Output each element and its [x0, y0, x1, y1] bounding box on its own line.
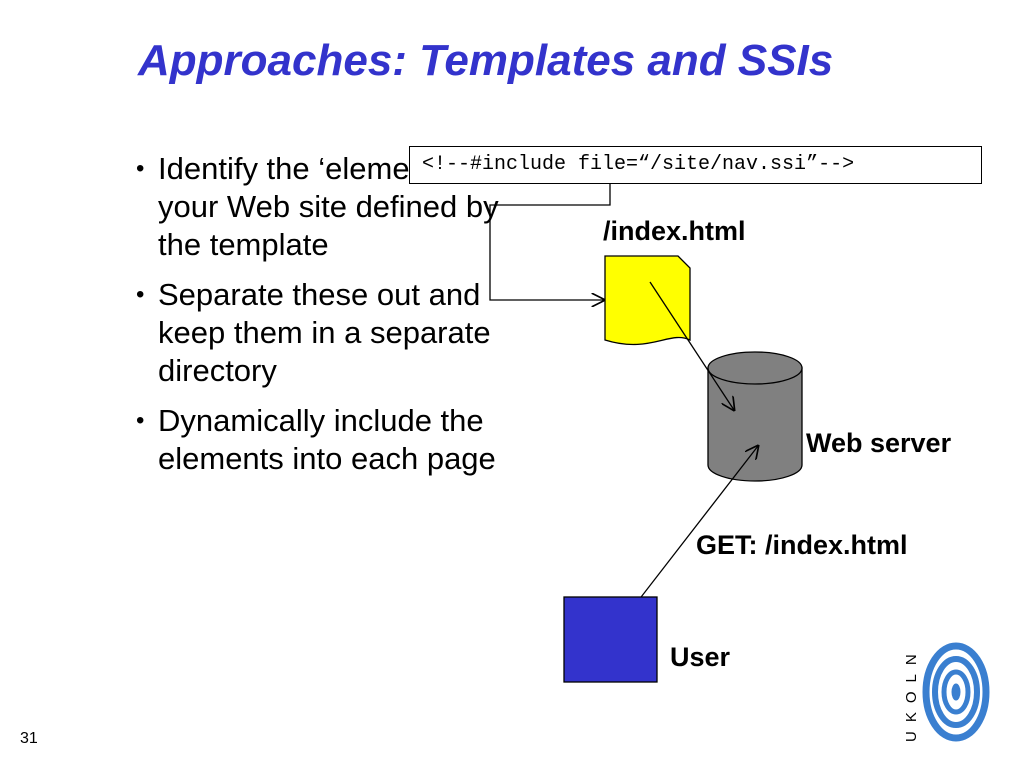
user-label: User: [670, 642, 731, 672]
page-number: 31: [20, 730, 38, 747]
bullet-item: • Separate these out and keep them in a …: [136, 276, 516, 390]
index-file-label: /index.html: [603, 216, 746, 246]
get-request-label: GET: /index.html: [696, 530, 908, 560]
slide-title: Approaches: Templates and SSIs: [138, 36, 834, 85]
bullet-text: Separate these out and keep them in a se…: [158, 277, 491, 388]
web-server-label: Web server: [806, 428, 952, 458]
ukoln-logo: UKOLN: [902, 640, 992, 749]
file-to-server-arrow: [649, 281, 734, 410]
ukoln-logo-text: UKOLN: [903, 645, 920, 742]
bullet-marker: •: [136, 407, 145, 434]
include-connector-arrow: [489, 184, 611, 300]
bullet-item: • Dynamically include the elements into …: [136, 402, 516, 478]
bullet-list: • Identify the ‘elements’ of your Web si…: [136, 150, 516, 490]
bullet-marker: •: [136, 155, 145, 182]
web-server-icon: [707, 351, 803, 482]
bullet-marker: •: [136, 281, 145, 308]
bullet-text: Dynamically include the elements into ea…: [158, 403, 496, 476]
index-file-icon: [604, 255, 691, 346]
include-directive-box: <!--#include file=“/site/nav.ssi”-->: [409, 146, 982, 184]
user-icon: [563, 596, 658, 683]
ukoln-eye-logo-icon: UKOLN: [903, 642, 990, 742]
